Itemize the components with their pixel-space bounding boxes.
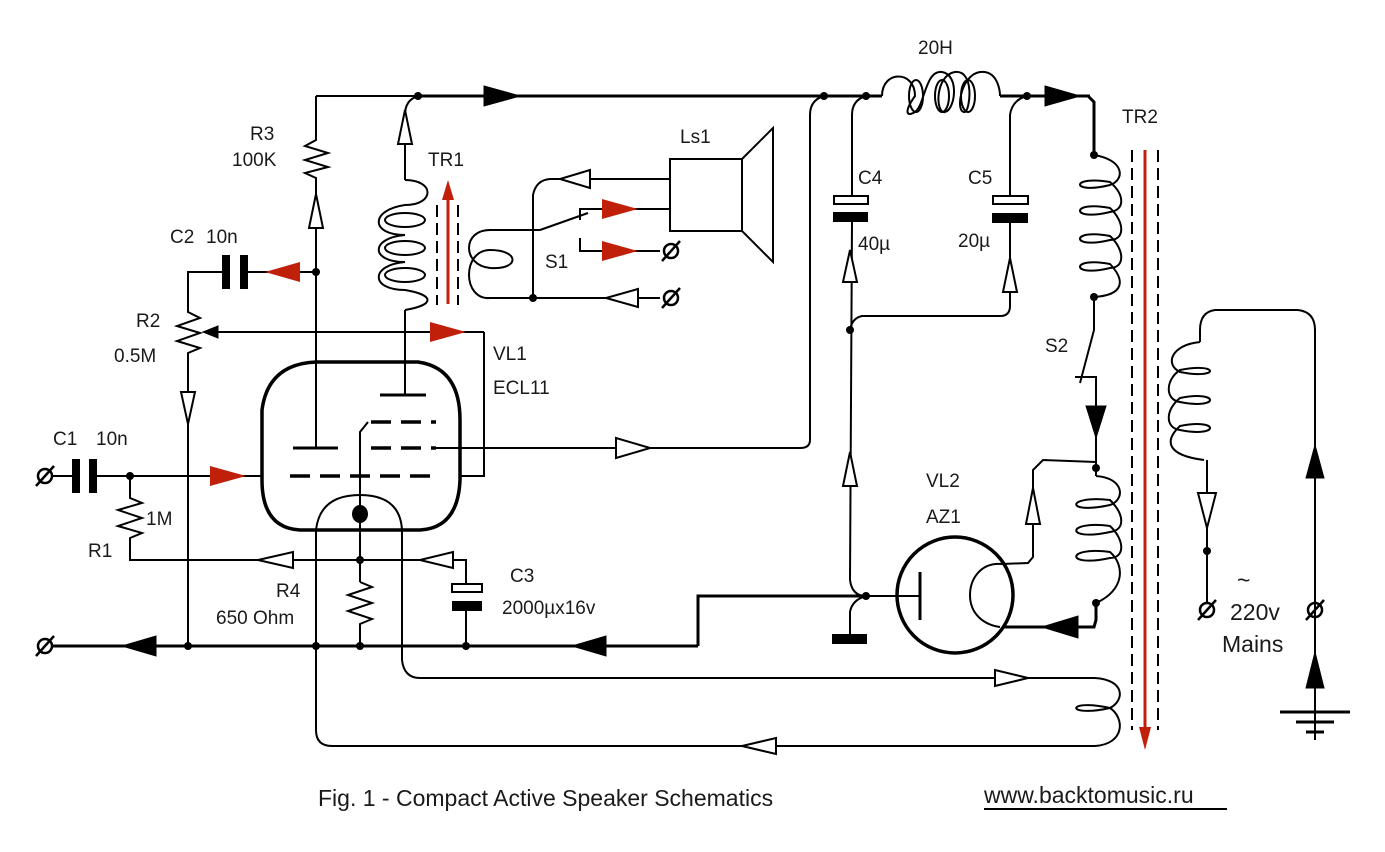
flow-arrow-vl2-cathode (1040, 615, 1079, 639)
potentiometer-r2 (173, 300, 485, 646)
flow-arrow-tr1 (396, 109, 414, 145)
flow-arrow-speaker-return (556, 168, 591, 190)
tr2-ref-label: TR2 (1122, 107, 1158, 128)
flow-arrow-b-plus (483, 85, 522, 107)
s1-ref-label: S1 (545, 252, 568, 273)
capacitor-c3 (360, 550, 483, 646)
vl2-ref-label: VL2 (926, 471, 960, 492)
resistor-r4 (344, 512, 376, 646)
c3-ref-label: C3 (510, 566, 534, 587)
flow-arrow-rect-out (841, 451, 859, 487)
flow-arrow-heater-return (741, 736, 777, 756)
switch-s1 (532, 168, 670, 309)
r2-ref-label: R2 (136, 311, 160, 332)
mains-terminal-1[interactable] (1197, 599, 1217, 621)
s2-ref-label[interactable]: S2 (1045, 336, 1068, 357)
flow-arrow-mains-up (1305, 443, 1325, 479)
flow-arrow-ground-left (120, 635, 157, 657)
capacitor-c4 (833, 115, 869, 581)
r1-ref-label: R1 (88, 541, 112, 562)
tube-vl2 (832, 458, 1098, 655)
transformer-tr2 (1075, 150, 1159, 750)
mains-terminal-2[interactable] (1305, 599, 1325, 621)
wiper-arrow-icon (201, 325, 219, 339)
r4-ref-label: R4 (276, 581, 301, 602)
flow-arrow-ext-return (602, 287, 639, 309)
c4-ref-label: C4 (858, 168, 883, 189)
c2-value-label: 10n (206, 227, 238, 248)
ground-rail (52, 594, 866, 657)
resistor-r3 (301, 135, 332, 272)
r1-value-label: 1M (146, 509, 172, 530)
r3-ref-label: R3 (250, 124, 274, 145)
signal-arrow-feedback (430, 322, 466, 342)
mains-label: Mains (1222, 631, 1283, 657)
vl2-type-label: AZ1 (926, 507, 961, 528)
flow-arrow-ground-up (1305, 651, 1325, 689)
vl1-type-label: ECL11 (493, 378, 550, 399)
flow-arrow-c5 (1001, 257, 1019, 293)
loudspeaker-ls1 (590, 125, 774, 265)
r4-value-label: 650 Ohm (216, 608, 294, 629)
capacitor-c2 (187, 255, 316, 300)
flow-arrow-r3 (307, 193, 325, 229)
flow-arrow-s2 (1085, 405, 1107, 440)
c3-value-label: 2000µx16v (502, 598, 596, 619)
c5-value-label: 20µ (958, 231, 990, 252)
capacitor-c5 (849, 95, 1029, 331)
flow-arrow-c3 (419, 550, 454, 570)
flow-arrow-choke (1044, 85, 1082, 107)
tube-vl1 (260, 272, 800, 532)
heater-wires (315, 530, 1121, 756)
tr2-core-arrow (1139, 727, 1151, 750)
flow-arrow-vl2-anode (1024, 487, 1042, 525)
choke-value-label: 20H (918, 38, 953, 59)
flow-arrow-ground-right (570, 635, 607, 657)
c2-ref-label: C2 (170, 227, 194, 248)
c1-value-label: 10n (96, 429, 128, 450)
r2-value-label: 0.5M (114, 346, 156, 367)
figure-caption: Fig. 1 - Compact Active Speaker Schemati… (318, 785, 773, 811)
signal-arrow-input (210, 466, 246, 486)
flow-arrow-r2 (179, 391, 197, 425)
signal-arrow-s1-ext (602, 241, 638, 261)
flow-arrow-primary (1196, 492, 1218, 529)
mains-voltage-label: 220v (1230, 599, 1280, 625)
signal-arrow-c2 (265, 262, 300, 282)
tr1-ref-label: TR1 (428, 150, 464, 171)
flow-arrow-r1 (257, 550, 294, 570)
ls1-ref-label: Ls1 (680, 127, 711, 148)
capacitor-c1 (52, 459, 262, 493)
tr2-primary-winding (1167, 309, 1350, 740)
output-ground-terminal[interactable] (35, 635, 55, 657)
c4-value-label: 40µ (858, 234, 890, 255)
resistor-r1 (114, 476, 360, 570)
c5-ref-label: C5 (968, 168, 992, 189)
r3-value-label: 100K (232, 150, 277, 171)
flow-arrow-screen (615, 436, 654, 460)
signal-arrow-s1-speaker (602, 199, 638, 219)
flow-arrow-heater-out (994, 668, 1029, 688)
vl1-ref-label: VL1 (493, 344, 527, 365)
choke-20h (866, 70, 1096, 155)
ext-speaker-terminal-1[interactable] (661, 240, 681, 262)
ac-symbol: ~ (1237, 567, 1250, 593)
flow-arrow-c4 (841, 249, 859, 283)
transformer-tr1 (377, 95, 533, 395)
website-link[interactable]: www.backtomusic.ru (983, 782, 1194, 808)
c1-ref-label: C1 (53, 429, 77, 450)
tr1-core-arrow (442, 180, 454, 200)
ext-speaker-terminal-2[interactable] (661, 287, 681, 309)
input-terminal[interactable] (35, 465, 55, 487)
